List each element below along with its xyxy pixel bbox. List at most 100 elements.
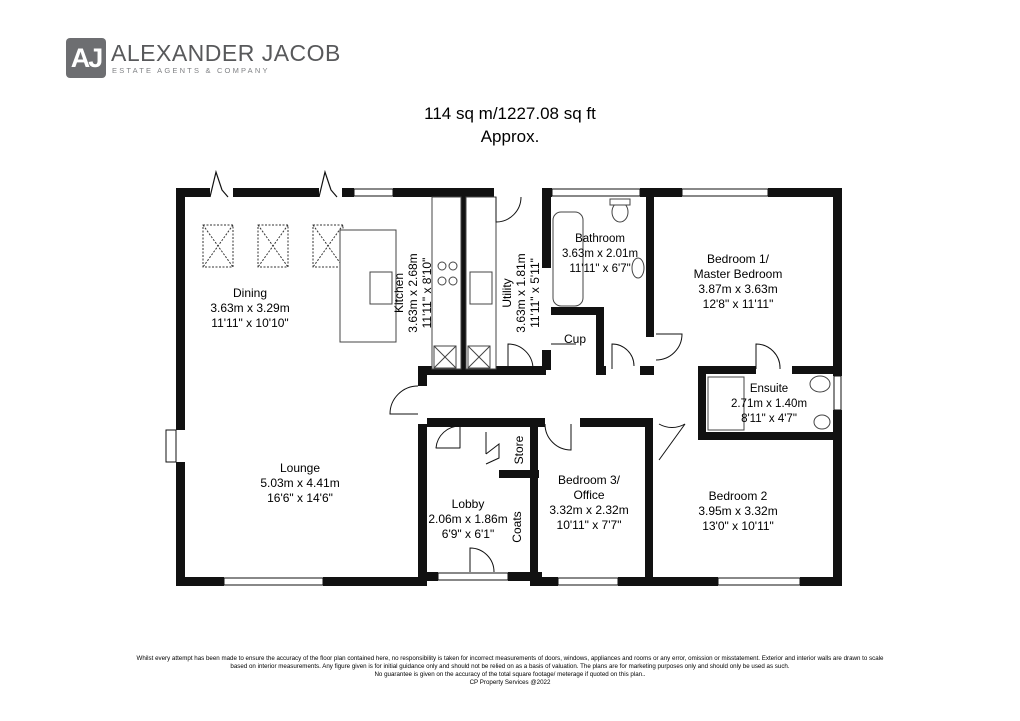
window-ensuite-side xyxy=(833,375,842,411)
hob-4 xyxy=(448,276,458,286)
door-bed2 xyxy=(658,423,686,461)
room-lobby-metric: 2.06m x 1.86m xyxy=(428,512,508,526)
window-dining-top xyxy=(353,188,394,197)
door-store xyxy=(485,432,500,465)
wall-utility-east-low xyxy=(542,350,551,370)
window-lounge-bottom xyxy=(223,577,324,586)
wall-corridor-north-c xyxy=(640,366,654,375)
wall-kitchen-utility xyxy=(461,197,466,369)
room-lounge-imperial: 16'6" x 14'6" xyxy=(267,491,333,505)
wall-lounge-east xyxy=(418,424,427,586)
basin-bath xyxy=(631,257,645,279)
wall-bath-south xyxy=(551,307,599,315)
room-bedroom3-name1: Bedroom 3/ xyxy=(557,473,621,487)
skylight-2 xyxy=(257,224,289,268)
room-coats-name: Coats xyxy=(510,511,524,543)
room-store-name: Store xyxy=(512,435,526,465)
room-lobby: Lobby 2.06m x 1.86m 6'9" x 6'1" xyxy=(422,497,514,542)
door-bath xyxy=(611,343,635,369)
wall-cup-east xyxy=(596,307,604,371)
basin-ensuite xyxy=(813,414,831,430)
room-bedroom3-name2: Office xyxy=(573,488,605,502)
hob-3 xyxy=(437,276,447,286)
outer-wall-top-left xyxy=(176,188,210,197)
door-lobby xyxy=(435,425,461,449)
room-bathroom: Bathroom 3.63m x 2.01m 11'11" x 6'7" xyxy=(554,232,646,277)
wall-ensuite-south xyxy=(698,432,842,440)
wall-bed3-west xyxy=(530,418,538,586)
outer-wall-top-e xyxy=(768,188,842,197)
hob-2 xyxy=(448,261,458,271)
room-bedroom2: Bedroom 2 3.95m x 3.32m 13'0" x 10'11" xyxy=(678,489,798,534)
door-front xyxy=(469,547,495,573)
bathtub xyxy=(552,211,584,307)
room-lobby-name: Lobby xyxy=(451,497,485,511)
room-cup-name: Cup xyxy=(563,332,586,346)
bifold-door-right xyxy=(318,169,338,198)
area-approx-label: Approx. xyxy=(480,127,540,146)
disclaimer-line-4: CP Property Services @2022 xyxy=(469,679,551,686)
outer-wall-right-lower xyxy=(833,410,842,586)
room-dining: Dining 3.63m x 3.29m 11'11" x 10'10" xyxy=(190,286,310,331)
logo-tagline: ESTATE AGENTS & COMPANY xyxy=(112,66,270,75)
room-lobby-imperial: 6'9" x 6'1" xyxy=(441,527,495,541)
window-bed1-top xyxy=(681,188,769,197)
room-utility-name: Utility xyxy=(500,278,514,308)
room-bathroom-imperial: 11'11" x 6'7" xyxy=(569,263,631,275)
disclaimer: Whilst every attempt has been made to en… xyxy=(40,655,980,687)
outer-wall-top-b xyxy=(393,188,494,197)
room-ensuite-imperial: 8'11" x 4'7" xyxy=(741,413,797,425)
toilet-cistern xyxy=(609,198,631,206)
outer-wall-bottom-lounge-b xyxy=(323,577,427,586)
room-bathroom-metric: 3.63m x 2.01m xyxy=(561,248,639,260)
room-bedroom3: Bedroom 3/ Office 3.32m x 2.32m 10'11" x… xyxy=(536,473,642,533)
room-bedroom2-name: Bedroom 2 xyxy=(708,489,768,503)
room-ensuite-name: Ensuite xyxy=(749,383,789,395)
outer-wall-left xyxy=(176,188,185,430)
door-utility-hall xyxy=(507,343,534,370)
company-logo: AJ ALEXANDER JACOB ESTATE AGENTS & COMPA… xyxy=(66,38,340,80)
room-store: Store xyxy=(512,430,528,470)
room-utility-metric: 3.63m x 1.81m xyxy=(514,253,528,333)
hob-1 xyxy=(437,261,447,271)
window-bath-top xyxy=(551,188,641,197)
outer-wall-right-upper xyxy=(833,188,842,376)
room-kitchen-imperial: 11'11" x 8'10" xyxy=(420,257,434,329)
wall-corridor-south xyxy=(427,418,537,427)
room-dining-metric: 3.63m x 3.29m xyxy=(210,301,290,315)
room-lounge-name: Lounge xyxy=(279,461,321,475)
room-coats: Coats xyxy=(510,505,526,549)
door-bed3 xyxy=(544,423,572,451)
room-bedroom2-metric: 3.95m x 3.32m xyxy=(698,504,778,518)
wall-corridor-south-b xyxy=(537,418,545,427)
room-bedroom3-metric: 3.32m x 2.32m xyxy=(549,503,629,517)
room-cup: Cup xyxy=(558,332,592,347)
utility-sink xyxy=(469,271,493,305)
room-utility-imperial: 11'11" x 5'11" xyxy=(528,258,542,328)
room-bedroom1: Bedroom 1/ Master Bedroom 3.87m x 3.63m … xyxy=(672,252,804,312)
room-bedroom1-imperial: 12'8" x 11'11" xyxy=(702,297,774,311)
door-lounge xyxy=(389,385,419,415)
window-bed3-bottom xyxy=(557,577,619,586)
shower-tray xyxy=(707,376,745,431)
appliance-x-2 xyxy=(467,345,491,369)
wall-utility-east xyxy=(542,188,551,268)
room-bedroom1-name2: Master Bedroom xyxy=(693,267,783,281)
wall-corridor-south-c xyxy=(580,418,653,427)
disclaimer-line-3: No guarantee is given on the accuracy of… xyxy=(374,671,646,678)
outer-wall-top-d xyxy=(640,188,682,197)
outer-wall-bottom-lobby-b xyxy=(508,572,542,581)
room-bathroom-name: Bathroom xyxy=(575,233,625,245)
bifold-door-left xyxy=(209,169,229,198)
window-lobby-bottom xyxy=(437,572,509,581)
window-lounge-side xyxy=(165,429,177,463)
outer-wall-bottom-lobby xyxy=(418,572,438,581)
skylight-1 xyxy=(202,224,234,268)
room-dining-imperial: 11'11" x 10'10" xyxy=(211,316,289,330)
outer-wall-left-lower xyxy=(176,462,185,586)
wall-corridor-north xyxy=(418,366,546,375)
door-ensuite xyxy=(755,343,781,370)
window-bed2-bottom xyxy=(717,577,801,586)
outer-wall-bottom-bed3-b xyxy=(618,577,718,586)
outer-wall-bottom-bed2 xyxy=(800,577,842,586)
